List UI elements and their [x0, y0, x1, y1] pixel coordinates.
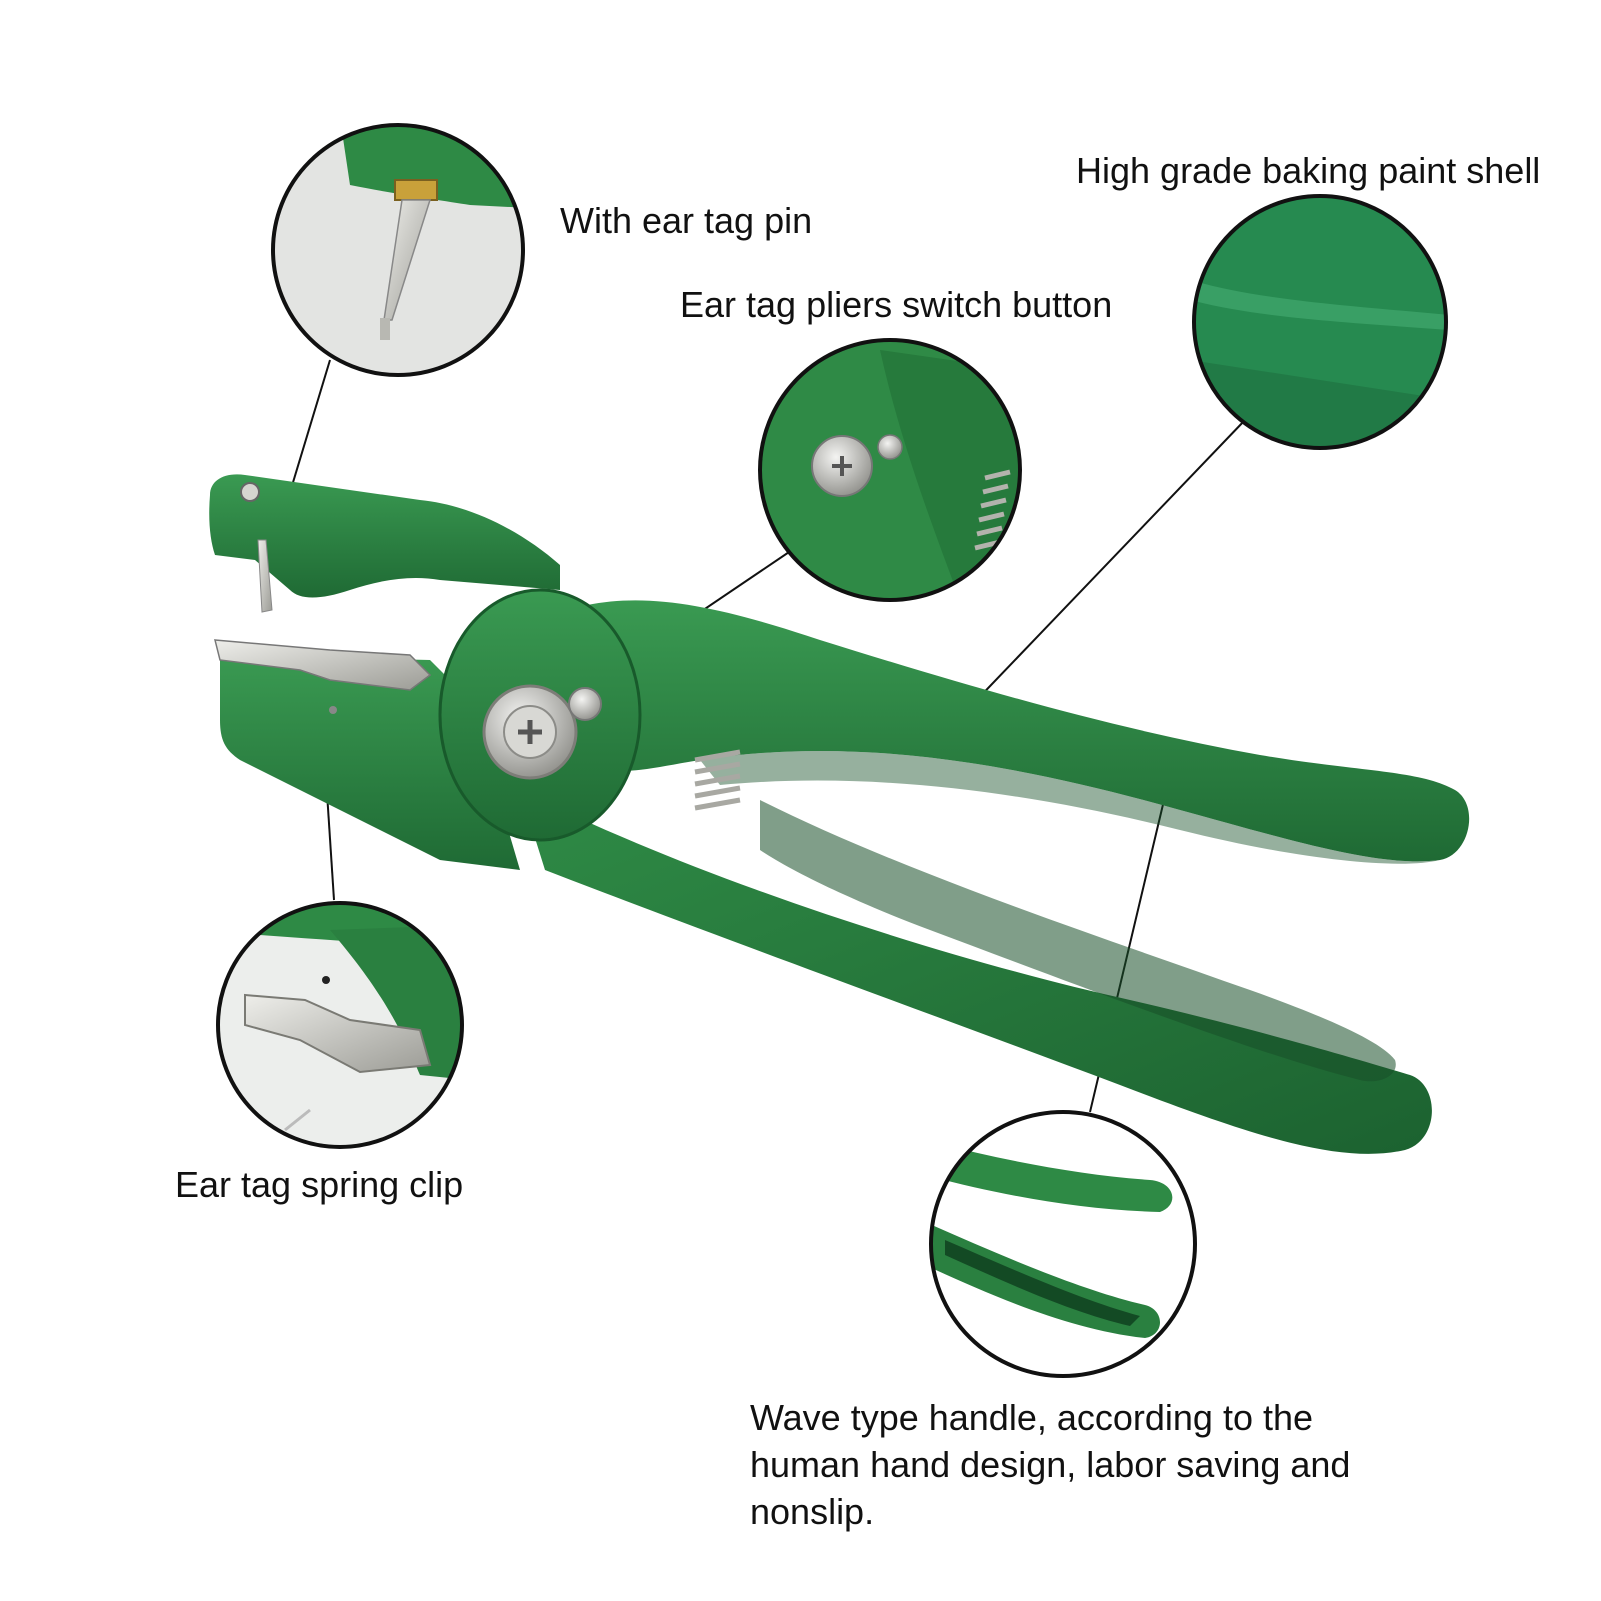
callout-spring-clip: Ear tag spring clip [175, 1164, 464, 1205]
callout-switch-button: Ear tag pliers switch button [680, 284, 1113, 325]
phillips-screw-icon [518, 720, 542, 744]
pliers-body [209, 474, 1470, 1154]
detail-paint-shell [1192, 194, 1448, 450]
callout-wave-handle: Wave type handle, according to the human… [750, 1397, 1351, 1532]
detail-wave-handle [929, 1110, 1197, 1378]
detail-switch-button [758, 338, 1022, 602]
detail-spring-clip [216, 901, 464, 1149]
callout-ear-tag-pin: With ear tag pin [560, 200, 813, 241]
switch-button [568, 687, 602, 721]
callout-paint-shell: High grade baking paint shell [1076, 150, 1541, 191]
detail-ear-tag-pin [271, 123, 525, 377]
